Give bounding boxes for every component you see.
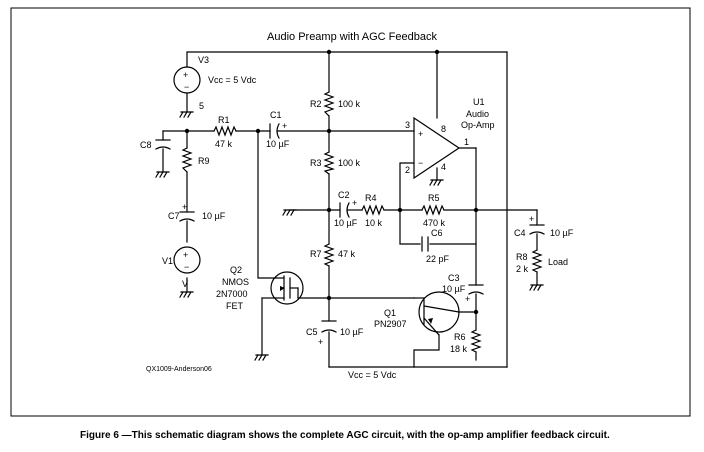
- svg-text:10 µF: 10 µF: [442, 284, 466, 294]
- svg-text:R1: R1: [218, 115, 230, 125]
- junctions: [184, 49, 479, 315]
- svg-text:V: V: [182, 279, 188, 289]
- svg-text:Q2: Q2: [230, 265, 242, 275]
- svg-text:−: −: [418, 158, 423, 168]
- svg-text:PN2907: PN2907: [374, 319, 407, 329]
- svg-text:C4: C4: [514, 228, 526, 238]
- r3-resistor: R3 100 k: [310, 151, 361, 175]
- svg-text:+: +: [418, 129, 423, 139]
- svg-text:100 k: 100 k: [338, 99, 361, 109]
- u1-op-amp: + − 3 2 1 8 4 U1 Audio Op-Amp: [405, 97, 495, 180]
- svg-text:Audio: Audio: [466, 109, 489, 119]
- diagram-title: Audio Preamp with AGC Feedback: [267, 31, 437, 43]
- svg-text:−: −: [184, 82, 189, 92]
- svg-text:Op-Amp: Op-Amp: [461, 120, 495, 130]
- svg-text:C1: C1: [270, 110, 282, 120]
- r8-resistor: R8 2 k Load: [516, 249, 568, 274]
- v1-source: + − V1 V: [162, 246, 201, 289]
- r4-resistor: R4 10 k: [361, 193, 385, 228]
- svg-text:R6: R6: [454, 332, 466, 342]
- svg-text:470 k: 470 k: [423, 218, 446, 228]
- c3-capacitor: + C3 10 µF: [442, 273, 484, 304]
- r2-resistor: R2 100 k: [310, 91, 361, 117]
- c2-capacitor: + C2 10 µF: [334, 190, 358, 228]
- svg-text:47 k: 47 k: [338, 249, 356, 259]
- svg-text:U1: U1: [473, 97, 485, 107]
- diagram-frame: [10, 7, 691, 417]
- vcc-bottom-label: Vcc = 5 Vdc: [348, 370, 397, 380]
- svg-text:3: 3: [405, 120, 410, 130]
- r7-resistor: R7 47 k: [310, 243, 356, 267]
- svg-text:+: +: [529, 214, 534, 224]
- svg-text:22 pF: 22 pF: [426, 254, 450, 264]
- v3-source: + − V3 Vcc = 5 Vdc 5: [173, 55, 257, 113]
- svg-text:−: −: [184, 262, 189, 272]
- wires: [162, 51, 538, 368]
- ground-symbols: [155, 111, 544, 361]
- svg-text:+: +: [352, 198, 357, 208]
- c6-capacitor: C6 22 pF: [421, 228, 450, 264]
- svg-text:+: +: [182, 202, 187, 212]
- c8-capacitor: C8: [140, 139, 171, 150]
- c4-capacitor: + C4 10 µF: [514, 214, 574, 238]
- svg-text:R8: R8: [516, 252, 528, 262]
- svg-text:10 µF: 10 µF: [334, 218, 358, 228]
- svg-text:R2: R2: [310, 99, 322, 109]
- svg-text:C7: C7: [168, 211, 180, 221]
- svg-text:R4: R4: [365, 193, 377, 203]
- svg-text:10 µF: 10 µF: [202, 211, 226, 221]
- c1-capacitor: + C1 10 µF: [266, 110, 290, 149]
- r9-resistor: R9: [181, 147, 210, 173]
- r1-resistor: R1 47 k: [213, 115, 237, 149]
- svg-text:10 µF: 10 µF: [266, 139, 290, 149]
- svg-text:10 k: 10 k: [365, 218, 383, 228]
- svg-text:2 k: 2 k: [516, 264, 529, 274]
- svg-text:C2: C2: [338, 190, 350, 200]
- svg-text:10 µF: 10 µF: [340, 327, 364, 337]
- svg-text:+: +: [318, 337, 323, 347]
- svg-text:10 µF: 10 µF: [550, 228, 574, 238]
- svg-text:8: 8: [441, 124, 446, 134]
- credit-label: QX1009-Anderson06: [146, 366, 212, 373]
- v3-pin: 5: [199, 101, 204, 111]
- svg-text:4: 4: [441, 162, 446, 172]
- figure-caption: Figure 6 —This schematic diagram shows t…: [80, 430, 610, 441]
- svg-text:NMOS: NMOS: [222, 277, 249, 287]
- svg-text:+: +: [282, 121, 287, 131]
- svg-text:V1: V1: [162, 256, 173, 266]
- svg-text:C5: C5: [306, 327, 318, 337]
- v3-name: V3: [198, 55, 209, 65]
- svg-text:100 k: 100 k: [338, 158, 361, 168]
- r6-resistor: R6 18 k: [450, 329, 482, 354]
- svg-text:47 k: 47 k: [215, 139, 233, 149]
- q1-pnp-transistor: Q1 PN2907: [374, 291, 460, 336]
- svg-text:R5: R5: [428, 193, 440, 203]
- svg-text:R7: R7: [310, 249, 322, 259]
- v3-value: Vcc = 5 Vdc: [208, 75, 257, 85]
- q2-nmos-fet: Q2 NMOS 2N7000 FET: [216, 265, 304, 311]
- r5-resistor: R5 470 k: [421, 193, 446, 228]
- svg-text:18 k: 18 k: [450, 344, 468, 354]
- svg-text:FET: FET: [226, 301, 244, 311]
- svg-text:C3: C3: [448, 273, 460, 283]
- svg-text:R3: R3: [310, 158, 322, 168]
- svg-text:2: 2: [405, 165, 410, 175]
- svg-text:R9: R9: [198, 156, 210, 166]
- svg-text:+: +: [183, 250, 188, 260]
- svg-text:2N7000: 2N7000: [216, 289, 248, 299]
- svg-text:Q1: Q1: [384, 308, 396, 318]
- svg-text:Load: Load: [548, 257, 568, 267]
- svg-text:C6: C6: [431, 228, 443, 238]
- svg-text:1: 1: [464, 137, 469, 147]
- svg-text:C8: C8: [140, 140, 152, 150]
- c7-capacitor: + C7 10 µF: [168, 202, 226, 222]
- svg-text:+: +: [465, 294, 470, 304]
- c5-capacitor: + C5 10 µF: [306, 320, 364, 347]
- svg-text:+: +: [183, 70, 188, 80]
